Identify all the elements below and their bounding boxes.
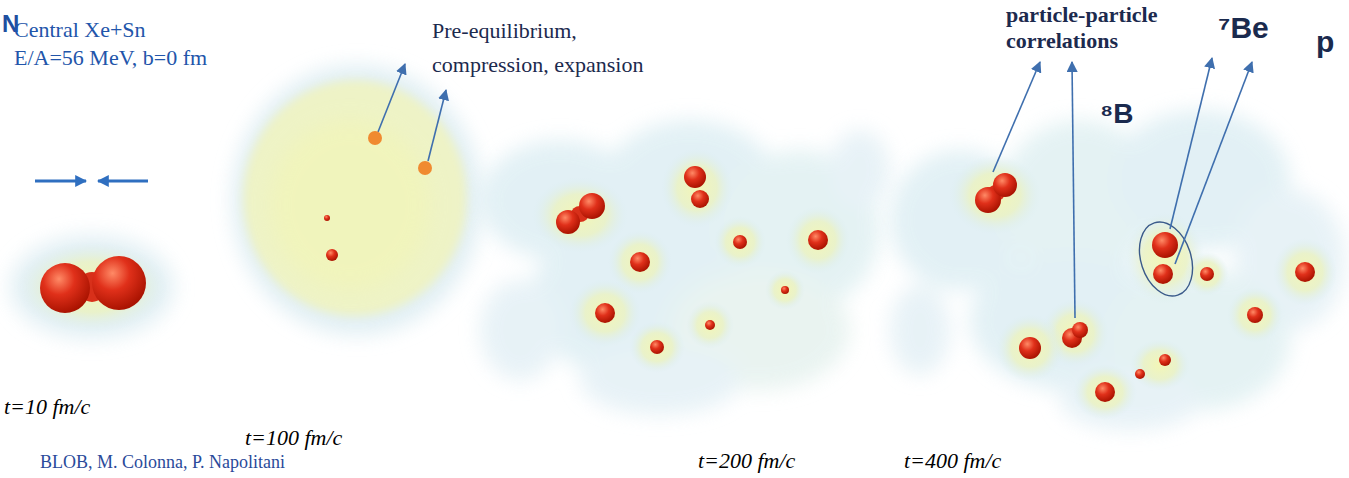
compression-panel-part: [243, 80, 467, 316]
fragment-halos-part: [629, 321, 685, 373]
energy-label: E/A=56 MeV, b=0 fm: [14, 44, 207, 72]
fragment-halos-part: [532, 177, 628, 253]
fragments-part: [1072, 322, 1088, 338]
fragments-part: [650, 340, 664, 354]
fragments: [556, 166, 828, 354]
fragment-halos-part: [996, 314, 1064, 382]
fragments-part: [595, 303, 615, 323]
credit-note: BLOB, M. Colonna, P. Napolitani: [40, 448, 285, 476]
fragments-part: [1152, 232, 1178, 258]
leader-arrows-part: [1175, 62, 1252, 264]
fragment-halos: [532, 148, 850, 373]
fragments-part: [1135, 369, 1145, 379]
fragment-halos-part: [1273, 238, 1337, 306]
fragments-part: [1095, 382, 1115, 402]
compression-panel-part: [418, 161, 432, 175]
isotope-label: ⁷Be: [1218, 14, 1269, 42]
fragment-halos-part: [1073, 364, 1137, 420]
reaction-label: Central Xe+Sn: [14, 16, 146, 44]
collision-panel-part: [35, 180, 86, 183]
compression-panel-part: [368, 131, 382, 145]
fragments-part: [1153, 264, 1173, 284]
collision-panel-part: [10, 235, 174, 339]
fragment-halos-part: [686, 301, 734, 349]
leader-arrows: [993, 58, 1252, 318]
compression-panel-part: [326, 249, 338, 261]
fragments-part: [1200, 267, 1214, 281]
fragment-halos-part: [1227, 287, 1283, 343]
late-haze: [890, 110, 1345, 430]
leader-arrows-part: [993, 62, 1040, 172]
fragments-part: [579, 193, 605, 219]
correlation-ring: [1130, 215, 1201, 303]
stage-note: Pre-equilibrium, compression, expansion: [432, 14, 682, 82]
time-label: t=100 fm/c: [245, 424, 342, 452]
time-label: t=400 fm/c: [904, 447, 1001, 475]
time-label: t=200 fm/c: [698, 447, 795, 475]
compression-panel: [232, 64, 482, 335]
fragment-halos: [949, 155, 1337, 420]
correlation-note: particle-particle correlations: [1006, 2, 1196, 54]
fragments-part: [1247, 307, 1263, 323]
fragments-part: [733, 235, 747, 249]
expansion-haze-part: [830, 130, 890, 210]
fragments-part: [556, 210, 580, 234]
fragment-halos-part: [569, 279, 641, 347]
fragments-part: [691, 190, 709, 208]
correlation-ring-part: [1130, 215, 1201, 303]
compression-panel-part: [378, 64, 405, 132]
expansion-haze-part: [480, 280, 560, 380]
fragments-part: [1019, 337, 1041, 359]
compression-panel-part: [270, 120, 430, 290]
collision-panel-part: [98, 180, 148, 183]
leader-arrows-part: [1072, 62, 1075, 318]
fragments: [975, 173, 1315, 402]
collision-panel-part: [16, 241, 168, 333]
fragment-halos-part: [765, 270, 805, 310]
late-haze-part: [1235, 190, 1345, 330]
compression-panel-part: [232, 65, 482, 335]
isotope-label: ⁸B: [1100, 100, 1133, 128]
late-haze-part: [890, 285, 950, 375]
compression-panel-part: [428, 90, 446, 161]
time-label: t=10 fm/c: [4, 393, 90, 421]
leader-arrows-part: [1170, 58, 1212, 229]
fragment-halos-part: [1130, 339, 1190, 391]
fragments-part: [684, 166, 706, 188]
collision-panel: [10, 181, 174, 339]
collision-panel-part: [40, 263, 90, 313]
fragments-part: [781, 286, 789, 294]
fragment-halos-part: [714, 216, 766, 268]
compression-panel-part: [324, 215, 330, 221]
expansion-haze: [480, 120, 890, 415]
fragments-part: [1295, 262, 1315, 282]
fragment-halos-part: [661, 148, 733, 228]
fragments-part: [808, 230, 828, 250]
fragments-part: [705, 320, 715, 330]
fragments-part: [1159, 354, 1171, 366]
particle-label: p: [1316, 28, 1334, 56]
collision-panel-part: [92, 256, 146, 310]
fragment-halos-part: [786, 206, 850, 274]
fragments-part: [630, 252, 650, 272]
fragments-part: [993, 173, 1017, 197]
